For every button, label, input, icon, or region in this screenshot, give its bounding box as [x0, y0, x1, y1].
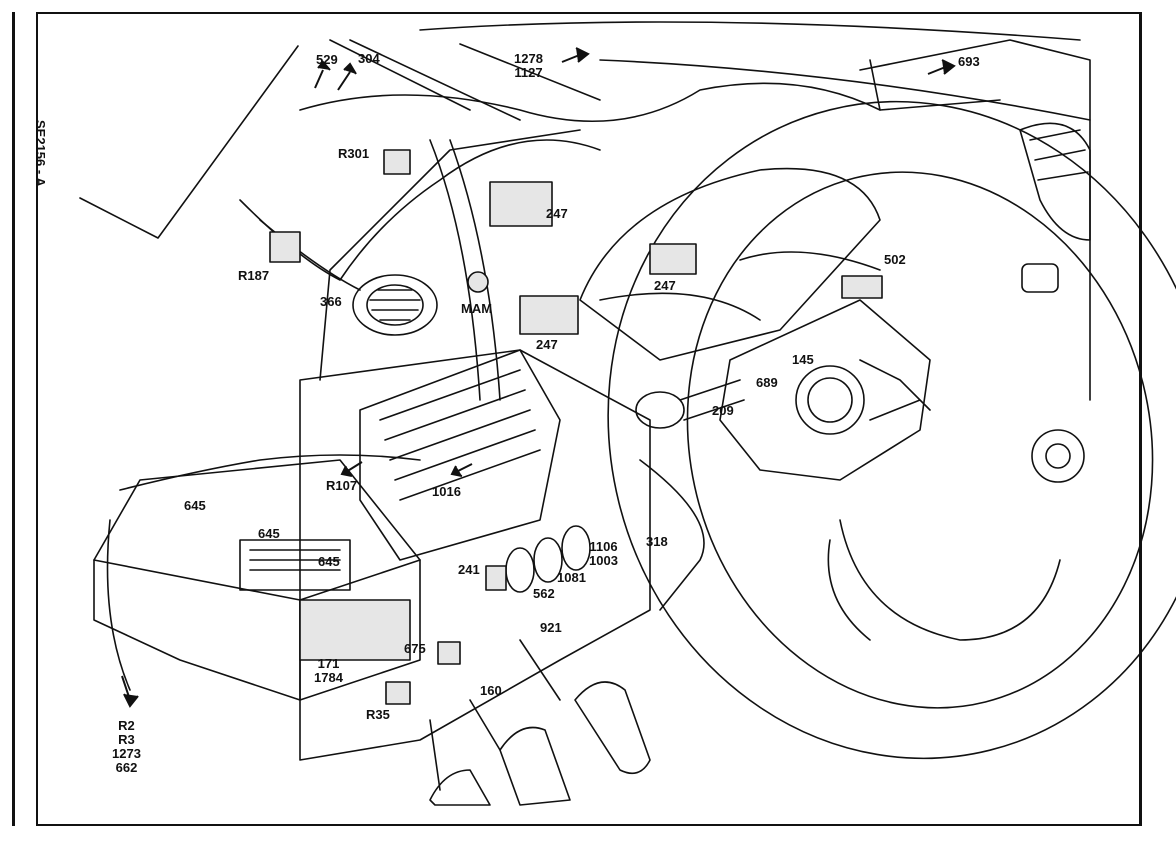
speaker [352, 274, 438, 336]
label-921: 921 [540, 620, 562, 635]
label-562: 562 [533, 586, 555, 601]
label-1127: 1127 [514, 65, 543, 80]
arrow-R2 [121, 675, 139, 708]
label-171-1784: 171 1784 [314, 657, 343, 685]
label-247-cluster: 247 [654, 278, 676, 293]
label-R107: R107 [326, 478, 358, 493]
label-R2: R2 [118, 718, 135, 733]
drawing-code: SE2156 - A [33, 120, 48, 187]
arrow-304 [337, 62, 357, 91]
arrow-529 [314, 60, 331, 89]
label-645-mid: 645 [258, 526, 280, 541]
label-241: 241 [458, 562, 480, 577]
connector-247-cluster [649, 243, 697, 275]
connector-675 [437, 641, 461, 665]
right-vent [1019, 122, 1091, 241]
instrument-cluster [579, 167, 881, 361]
arrow-693 [927, 59, 956, 75]
connector-502 [841, 275, 883, 299]
rotary-coupler [719, 299, 931, 481]
windscreen-edge [79, 45, 299, 239]
label-529: 529 [316, 52, 338, 67]
label-1278-1127: 1278 1127 [514, 52, 543, 80]
label-MAM: MAM [461, 301, 493, 316]
clutch-pedal [429, 769, 491, 806]
steering-spoke-lower [839, 519, 1061, 641]
label-689: 689 [756, 375, 778, 390]
fuse-box [93, 459, 421, 701]
label-1081: 1081 [557, 570, 586, 585]
right-vent-knob [1021, 263, 1059, 293]
connector-R187 [269, 231, 301, 263]
label-304: 304 [358, 51, 380, 66]
label-1106: 1106 [589, 539, 618, 554]
label-171: 171 [317, 656, 340, 671]
label-662: 662 [115, 760, 138, 775]
steering-wheel-rim [607, 100, 1176, 760]
connector-R301 [383, 149, 411, 175]
label-R35: R35 [366, 707, 390, 722]
connector-247-lower [519, 295, 579, 335]
label-645-right: 645 [318, 554, 340, 569]
diagram-frame [36, 12, 1142, 826]
label-1016: 1016 [432, 484, 461, 499]
label-1003: 1003 [589, 553, 618, 568]
label-502: 502 [884, 252, 906, 267]
label-318: 318 [646, 534, 668, 549]
dash-top-line [419, 21, 1091, 121]
right-dash-panel [859, 39, 1091, 401]
column-stalk [635, 391, 685, 429]
ignition-switch [1031, 429, 1085, 483]
label-247-lower: 247 [536, 337, 558, 352]
accelerator-pedal [574, 681, 651, 775]
arrow-1278 [561, 47, 590, 63]
label-R301: R301 [338, 146, 370, 161]
label-1784: 1784 [314, 670, 343, 685]
center-air-vent [359, 349, 561, 561]
connector-R35 [385, 681, 411, 705]
center-console [299, 349, 651, 761]
label-247-top: 247 [546, 206, 568, 221]
label-366: 366 [320, 294, 342, 309]
label-1106-1003: 1106 1003 [589, 540, 618, 568]
label-R2-R3-1273-662: R2 R3 1273 662 [112, 719, 141, 775]
arrow-R107 [340, 461, 363, 477]
connector-247-top [489, 181, 553, 227]
label-209: 209 [712, 403, 734, 418]
harness-main [299, 82, 881, 123]
label-R3: R3 [118, 732, 135, 747]
left-margin-rule [12, 12, 15, 826]
label-160: 160 [480, 683, 502, 698]
brake-pedal [499, 726, 571, 806]
mam-ground-point [467, 271, 489, 293]
label-145: 145 [792, 352, 814, 367]
a-pillar [329, 39, 601, 121]
arrow-1016 [450, 463, 473, 477]
connector-241 [485, 565, 507, 591]
label-1273: 1273 [112, 746, 141, 761]
label-R187: R187 [238, 268, 270, 283]
label-645-left: 645 [184, 498, 206, 513]
label-1278: 1278 [514, 51, 543, 66]
label-675: 675 [404, 641, 426, 656]
label-693: 693 [958, 54, 980, 69]
